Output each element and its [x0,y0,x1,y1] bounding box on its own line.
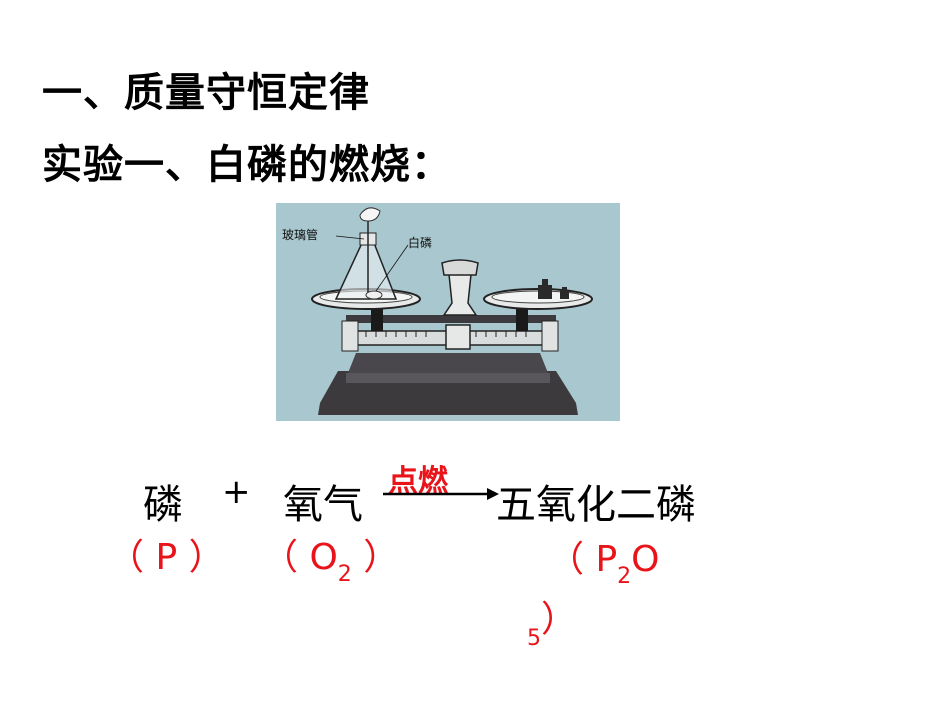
formula-p2o5-subscript-o: 5 [527,626,541,651]
formula-p2o5-oxygen: O [631,539,660,580]
formula-p2o5-line2: 5） [527,590,578,651]
formula-oxygen-open: （ O [262,537,338,578]
formula-p2o5-subscript-p: 2 [617,564,632,589]
weight-small [560,291,569,299]
label-glass-tube: 玻璃管 [282,227,318,242]
formula-oxygen-close: ） [351,537,400,578]
weight-large [538,285,552,299]
white-phosphorus [365,290,383,300]
formula-p2o5-line1: （ P2O [548,530,660,589]
formula-p2o5-close: ） [541,599,578,640]
reactant-oxygen: 氧气 [283,482,363,528]
reactant-phosphorus: 磷 [143,482,183,528]
product-p2o5: 五氧化二磷 [496,482,696,528]
formula-phosphorus: （ P ） [108,537,225,578]
balloon [359,207,381,222]
formula-oxygen: （ O2 ） [262,528,400,587]
experiment-title: 实验一、白磷的燃烧： [42,142,452,188]
label-white-phosphorus: 白磷 [408,235,432,250]
reaction-arrow [383,488,499,500]
section-heading: 一、质量守恒定律 [42,70,370,116]
formula-p2o5-open: （ P [548,539,618,580]
formula-oxygen-subscript: 2 [337,562,352,587]
plus-sign: + [222,472,251,512]
balance-experiment-illustration: 玻璃管 白磷 [276,203,620,421]
